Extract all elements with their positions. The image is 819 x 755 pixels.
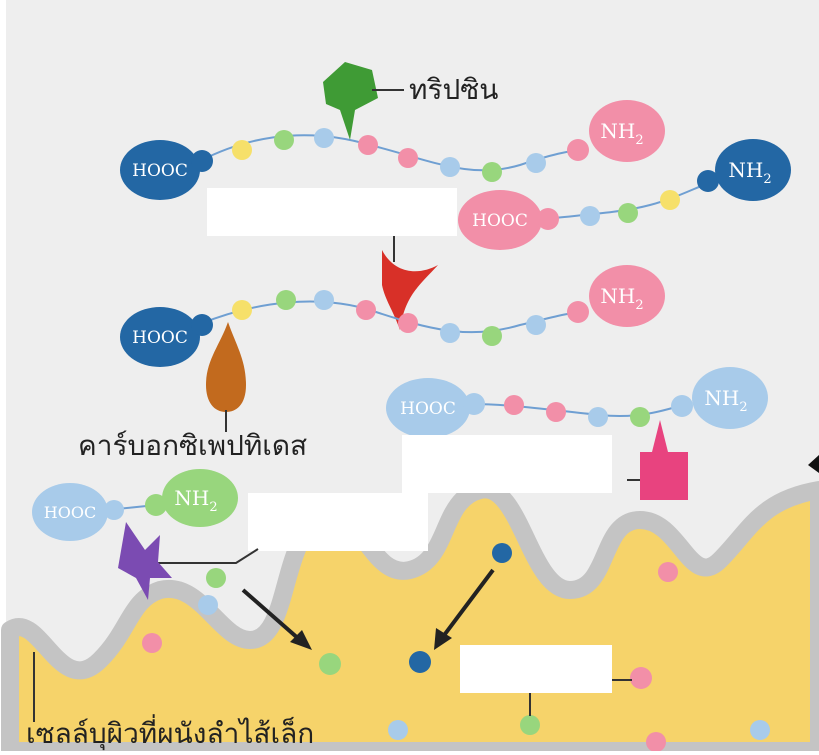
blank-label-box-1	[207, 188, 457, 236]
nh2-label: NH2	[704, 386, 747, 415]
hooc-label: HOOC	[44, 503, 96, 522]
absorbed-amino-acid	[520, 715, 540, 735]
carboxypeptidase-icon	[206, 322, 246, 432]
intestinal-wall	[1, 480, 819, 755]
nh2-label: NH2	[174, 486, 217, 515]
hooc-bead-light-blue	[386, 378, 470, 438]
peptide-chain-2: HOOC NH2	[458, 139, 791, 250]
intestine-epithelium-label: เซลล์บุผิวที่ผนังลำไส้เล็ก	[26, 714, 314, 751]
trypsin-label: ทริปซิน	[409, 73, 498, 106]
purple-star-enzyme-icon	[118, 522, 172, 600]
peptide-chain-5: HOOC NH2	[32, 469, 238, 541]
nh2-label: NH2	[600, 119, 643, 148]
absorbed-amino-acid	[409, 651, 431, 673]
free-amino-acid	[198, 595, 218, 615]
free-amino-acid	[206, 568, 226, 588]
peptide-chain-1: HOOC NH2	[120, 100, 665, 200]
hooc-bead-dark-blue	[120, 307, 200, 367]
absorbed-amino-acid	[319, 653, 341, 675]
hooc-bead-pink	[458, 190, 542, 250]
absorbed-amino-acid	[750, 720, 770, 740]
arrow-head-icon	[808, 455, 819, 473]
red-funnel-enzyme-icon	[382, 250, 438, 330]
free-amino-acid	[658, 562, 678, 582]
magenta-square-enzyme-icon	[640, 420, 688, 500]
absorbed-amino-acid	[388, 720, 408, 740]
nh2-bead-pink	[589, 265, 665, 327]
nh2-bead-pink	[589, 100, 665, 162]
absorption-arrows	[241, 568, 495, 650]
carboxypeptidase-label: คาร์บอกซิเพปทิเดส	[78, 429, 307, 462]
hooc-label: HOOC	[132, 328, 188, 348]
blank-label-box-2	[402, 435, 612, 493]
nh2-bead-green	[162, 469, 238, 527]
hooc-bead-dark-blue	[120, 140, 200, 200]
nh2-label: NH2	[728, 158, 771, 187]
absorbed-amino-acid	[630, 667, 652, 689]
hooc-label: HOOC	[472, 211, 528, 231]
blank-label-box-4	[460, 645, 612, 693]
blank-label-box-3	[248, 493, 428, 551]
hooc-label: HOOC	[132, 161, 188, 181]
nh2-bead-light-blue	[692, 367, 768, 429]
free-amino-acid	[492, 543, 512, 563]
peptide-chain-3: HOOC NH2	[120, 265, 665, 367]
peptide-chain-4: HOOC NH2	[386, 367, 768, 438]
nh2-label: NH2	[600, 284, 643, 313]
hooc-label: HOOC	[400, 399, 456, 419]
trypsin-icon	[323, 62, 404, 140]
nh2-bead-dark-blue	[715, 139, 791, 201]
hooc-bead-light-blue	[32, 483, 108, 541]
absorbed-amino-acid	[142, 633, 162, 653]
absorbed-amino-acid	[646, 732, 666, 752]
